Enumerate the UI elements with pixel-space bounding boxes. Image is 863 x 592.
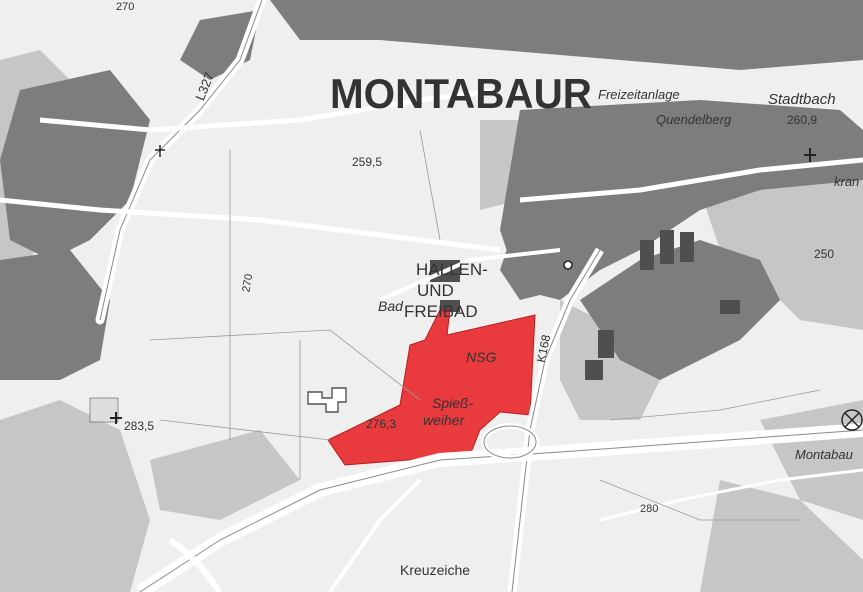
field-boundaries [149, 129, 821, 521]
map-symbols [110, 145, 863, 431]
und-label: UND [417, 281, 454, 300]
roundabout-icon [563, 260, 573, 270]
church-icon [155, 145, 165, 157]
bad-label: Bad [378, 298, 404, 314]
elevation-276: 276,3 [366, 417, 396, 431]
weiher-label: weiher [423, 412, 466, 428]
town-name-label: MONTABAUR [330, 70, 592, 117]
elevation-270-mid: 270 [240, 273, 255, 293]
freizeitanlage-label: Freizeitanlage [598, 87, 680, 102]
junction-icon [841, 409, 863, 431]
road-k168-label: K168 [534, 333, 554, 364]
elevation-260: 260,9 [787, 113, 817, 127]
nsg-label: NSG [466, 349, 496, 365]
church-icon [110, 412, 122, 424]
highlighted-area[interactable] [327, 309, 536, 466]
building-blocks [430, 230, 740, 380]
elevation-259: 259,5 [352, 155, 382, 169]
elevation-280: 280 [640, 503, 658, 515]
kreuzeiche-label: Kreuzeiche [400, 562, 470, 578]
stadtbach-label: Stadtbach [768, 91, 836, 108]
elevation-250: 250 [814, 247, 834, 261]
elevation-283: 283,5 [124, 419, 154, 433]
hallen-label: HALLEN- [416, 260, 488, 279]
elevation-270-top: 270 [116, 1, 134, 13]
montabaur-right-label: Montabau [795, 447, 853, 462]
church-icon [804, 148, 816, 162]
woodland-areas [0, 50, 863, 592]
spiess-label: Spieß- [432, 395, 474, 411]
kran-label: kran [834, 174, 859, 189]
building-outline [307, 387, 347, 413]
quendelberg-label: Quendelberg [656, 112, 732, 127]
freibad-label: FREIBAD [404, 302, 478, 321]
